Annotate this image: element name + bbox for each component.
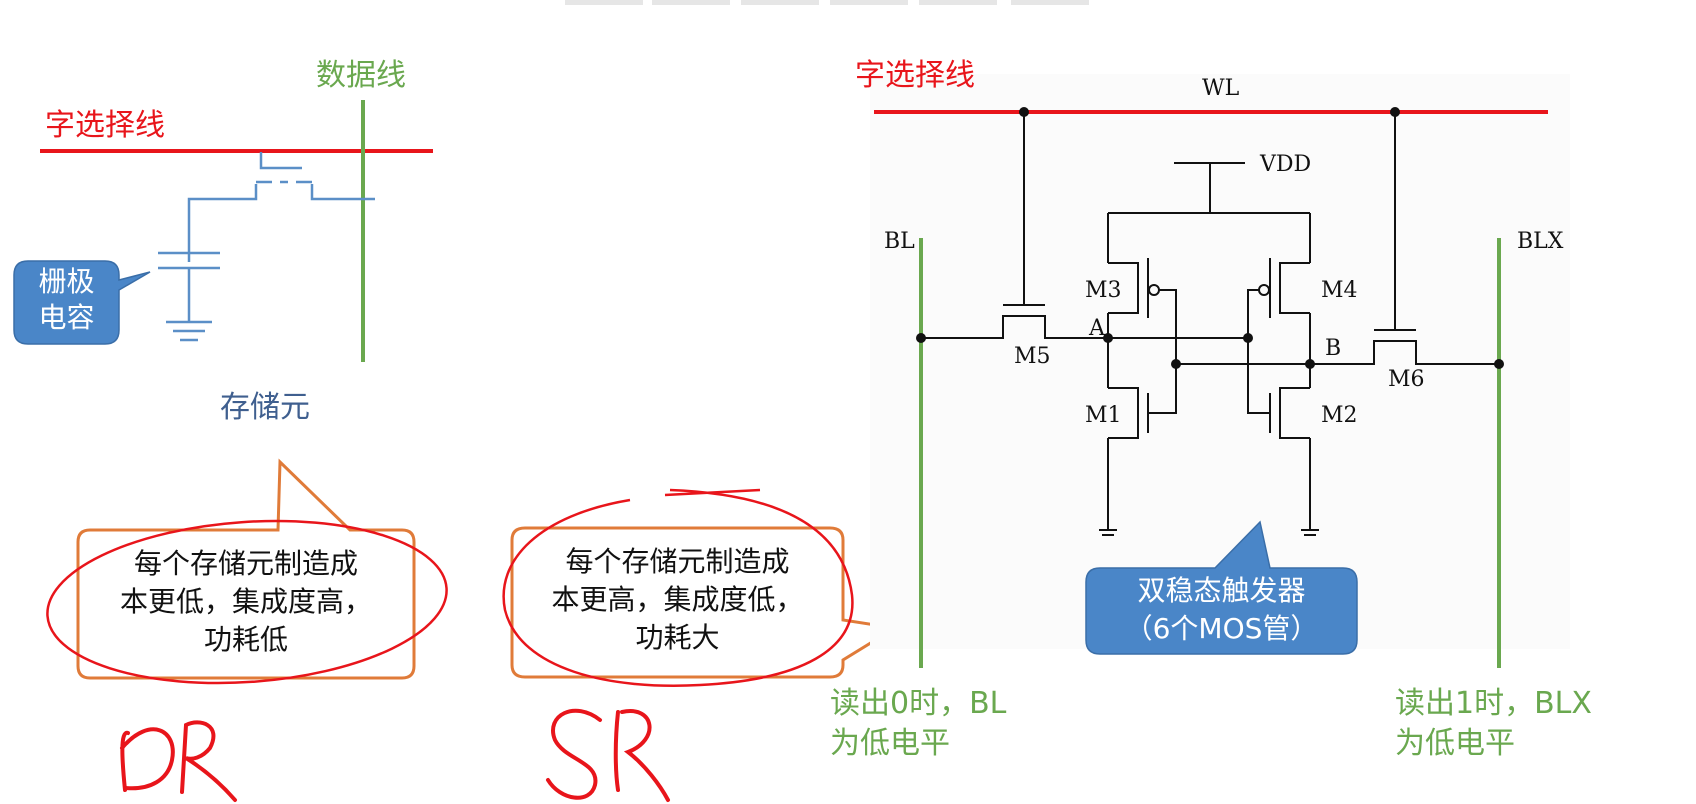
dram-transistor [187, 152, 375, 262]
flipflop-label-line2: （6个MOS管） [1124, 612, 1319, 645]
dram-word-line-label: 字选择线 [45, 108, 165, 143]
m4-label: M4 [1321, 278, 1358, 303]
sram-red-stroke-top [664, 488, 761, 497]
dram-callout-text: 每个存储元制造成 本更低，集成度高， 功耗低 [80, 545, 412, 659]
sram-callout-line3: 功耗大 [635, 621, 720, 654]
m3-label: M3 [1085, 278, 1122, 303]
read1-line2: 为低电平 [1395, 726, 1515, 761]
dram-cell-label: 存储元 [220, 390, 310, 425]
blx-label: BLX [1517, 229, 1564, 254]
read0-line1: 读出0时，BL [830, 686, 1007, 721]
sram-callout-line2: 本更高，集成度低， [551, 583, 804, 616]
flipflop-callout-bubble [1085, 520, 1358, 655]
dram-gate-capacitor [158, 251, 220, 322]
node-a-label: A [1089, 316, 1105, 341]
handwritten-sr [546, 708, 670, 802]
m5-label: M5 [1014, 344, 1051, 369]
top-toolbar-remnants [565, 0, 1089, 5]
m1-label: M1 [1085, 403, 1122, 428]
handwritten-dr [120, 720, 237, 802]
sram-word-line-label: 字选择线 [855, 58, 975, 93]
read0-line2: 为低电平 [830, 726, 950, 761]
dram-red-circle [46, 519, 448, 685]
read1-note: 读出1时，BLX 为低电平 [1395, 684, 1592, 764]
dram-callout-line2: 本更低，集成度高， [119, 585, 372, 618]
dram-callout-line3: 功耗低 [203, 623, 288, 656]
flipflop-label-line1: 双稳态触发器 [1137, 574, 1306, 607]
sram-callout-box [510, 526, 900, 679]
dram-callout-line1: 每个存储元制造成 [133, 547, 358, 580]
vdd-label: VDD [1260, 152, 1312, 177]
bl-label: BL [884, 229, 915, 254]
sram-callout-text: 每个存储元制造成 本更高，集成度低， 功耗大 [514, 543, 841, 657]
m6-label: M6 [1388, 367, 1425, 392]
wl-label: WL [1202, 76, 1240, 101]
dram-ground-icon [166, 320, 212, 342]
read0-note: 读出0时，BL 为低电平 [830, 684, 1006, 764]
gate-cap-label: 栅极 电容 [14, 264, 119, 336]
junction-dots [916, 333, 1504, 369]
gate-cap-callout-bubble [13, 260, 151, 345]
dram-callout-box [76, 458, 416, 680]
m2-label: M2 [1321, 403, 1358, 428]
node-b-label: B [1325, 336, 1342, 361]
sram-callout-line1: 每个存储元制造成 [565, 545, 790, 578]
read1-line1: 读出1时，BLX [1395, 686, 1592, 721]
schematic-background [870, 74, 1570, 649]
flipflop-label: 双稳态触发器 （6个MOS管） [1086, 572, 1357, 648]
gate-cap-label-line1: 栅极 [38, 265, 95, 298]
sram-red-circle [502, 488, 854, 687]
sram-circuit [921, 112, 1499, 536]
dram-data-line-label: 数据线 [316, 58, 406, 93]
gate-cap-label-line2: 电容 [38, 301, 95, 334]
